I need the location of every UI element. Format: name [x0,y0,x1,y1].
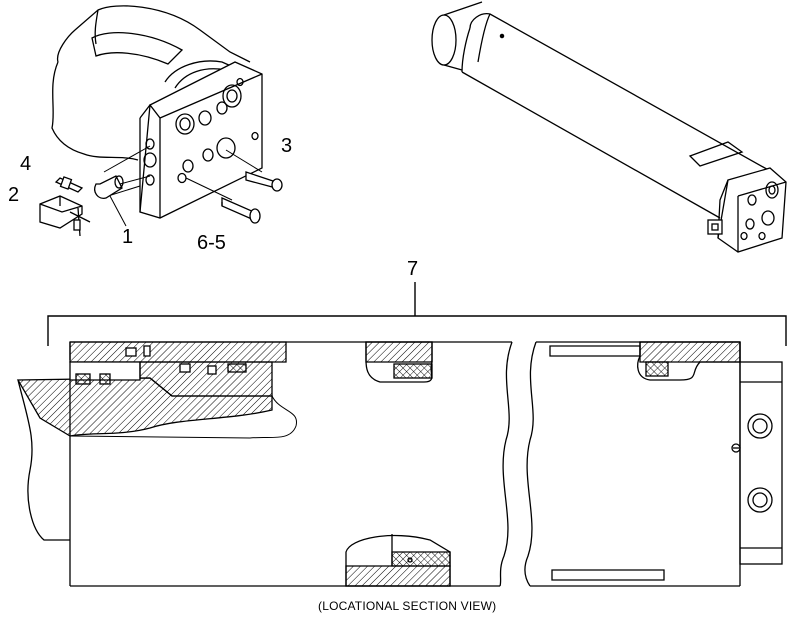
part-1-pin [94,175,127,227]
section-view-caption: (LOCATIONAL SECTION VIEW) [318,599,497,613]
valve-assembly-exploded [39,5,283,237]
section-view [16,282,787,587]
part-4-bolt [54,176,84,193]
part-6-5-bolt [221,197,261,224]
callout-1: 1 [122,226,134,248]
callout-3: 3 [281,135,293,157]
callout-7-bracket [47,315,787,346]
callout-4: 4 [20,153,32,175]
cylinder-assembly-view [431,1,787,253]
callout-2: 2 [8,184,20,206]
part-3-bolt [245,171,283,192]
callout-7: 7 [407,258,419,280]
callout-6-5: 6-5 [197,232,226,254]
part-2-bracket [39,195,91,237]
